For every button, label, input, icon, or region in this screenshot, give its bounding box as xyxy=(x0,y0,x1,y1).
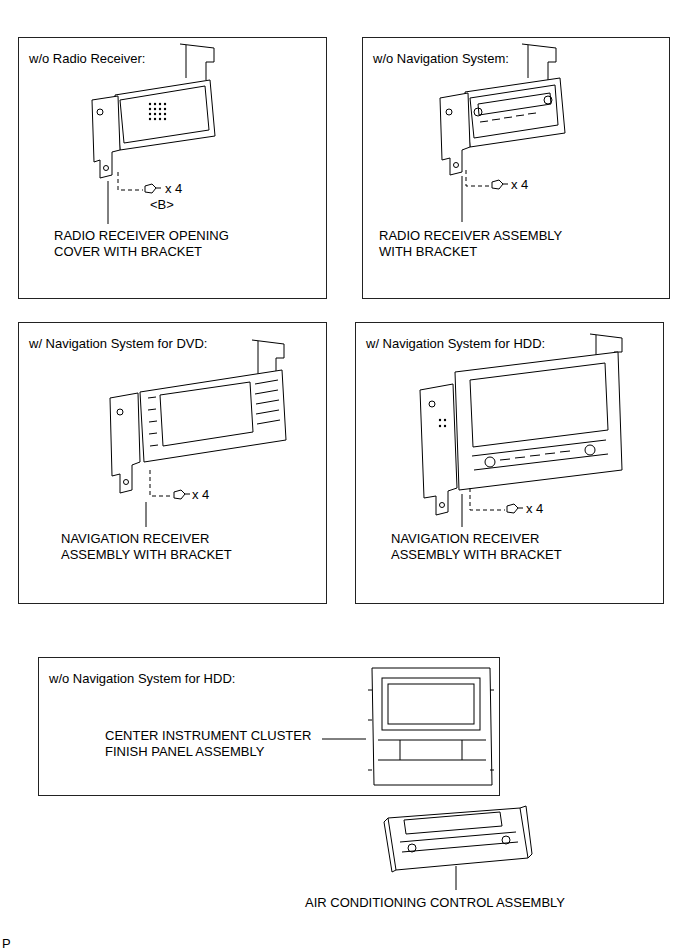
part-name: NAVIGATION RECEIVER ASSEMBLY WITH BRACKE… xyxy=(391,531,591,563)
navigation-hdd-drawing xyxy=(420,334,622,527)
variant-panel: w/ Navigation System for HDD: NAVIGATION … xyxy=(355,322,664,604)
panel-heading: w/o Radio Receiver: xyxy=(29,51,145,66)
ac-control-drawing xyxy=(384,806,532,890)
variant-panel: w/o Radio Receiver: RADIO RECEIVER OPENIN… xyxy=(18,37,327,299)
callout-label: P xyxy=(2,936,11,951)
callout-label: x 4 xyxy=(165,181,182,196)
callout-label: x 4 xyxy=(511,177,528,192)
variant-panel: w/o Navigation System: RADIO RECEIVER ASS… xyxy=(362,37,670,299)
part-name: RADIO RECEIVER ASSEMBLY WITH BRACKET xyxy=(379,228,589,260)
finish-panel-drawing xyxy=(322,668,494,785)
navigation-dvd-drawing xyxy=(110,340,286,527)
panel-heading: w/ Navigation System for DVD: xyxy=(29,336,207,351)
part-name: RADIO RECEIVER OPENING COVER WITH BRACKE… xyxy=(54,228,254,260)
panel-heading: w/o Navigation System: xyxy=(373,51,509,66)
variant-panel: w/o Navigation System for HDD: CENTER INS… xyxy=(38,657,500,796)
variant-panel: w/ Navigation System for DVD: NAVIGATION … xyxy=(18,322,327,604)
opening-cover-drawing xyxy=(92,44,215,224)
part-name: AIR CONDITIONING CONTROL ASSEMBLY xyxy=(305,895,565,910)
part-name: CENTER INSTRUMENT CLUSTER FINISH PANEL A… xyxy=(105,728,345,760)
panel-heading: w/ Navigation System for HDD: xyxy=(366,336,545,351)
callout-label: x 4 xyxy=(526,501,543,516)
callout-label: x 4 xyxy=(192,487,209,502)
part-name: NAVIGATION RECEIVER ASSEMBLY WITH BRACKE… xyxy=(61,531,261,563)
callout-label: <B> xyxy=(150,197,174,212)
panel-heading: w/o Navigation System for HDD: xyxy=(49,671,235,686)
radio-receiver-drawing xyxy=(440,44,565,222)
